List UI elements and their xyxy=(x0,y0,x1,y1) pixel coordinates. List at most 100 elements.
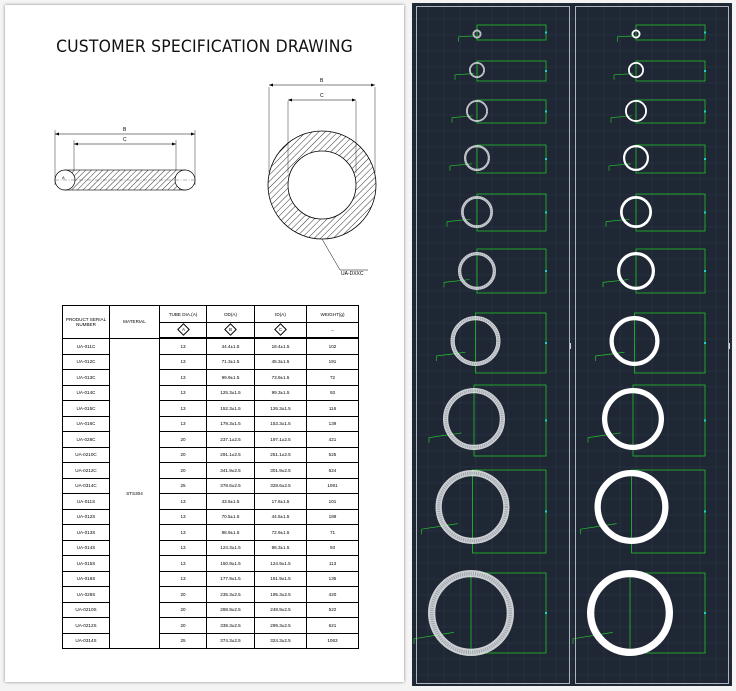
cad-viewport[interactable] xyxy=(411,2,733,686)
ring-marker xyxy=(545,612,547,614)
cell-od: 152.3±1.5 xyxy=(206,400,255,417)
cell-od: 374.3±2.5 xyxy=(206,632,255,649)
symbol-a: A xyxy=(159,322,207,339)
ring-marker xyxy=(704,510,706,513)
cell-weight: 101 xyxy=(306,493,359,510)
cell-weight: 113 xyxy=(306,555,359,572)
cell-id: 126.3±1.5 xyxy=(254,400,307,417)
cell-serial: UA-0314C xyxy=(62,477,110,494)
ring-leader-line xyxy=(572,632,613,640)
symbol-c: C xyxy=(254,322,307,339)
cell-serial: UA-014C xyxy=(62,384,110,401)
ring-outline xyxy=(631,29,641,39)
ring-leader-line xyxy=(413,632,454,640)
cell-od: 98.9±1.5 xyxy=(206,524,255,541)
ring-hatch xyxy=(458,252,496,290)
ring-leader-line xyxy=(421,523,458,530)
ring-hatch xyxy=(466,100,488,122)
dim-c-label: C xyxy=(123,137,127,143)
header-weight: WEIGHT(g) xyxy=(306,305,359,323)
cell-serial: UA-012S xyxy=(62,508,110,525)
ring-leader-line xyxy=(449,163,472,167)
cell-id: 301.9±2.5 xyxy=(254,462,307,479)
cell-weight: 116 xyxy=(306,400,359,417)
cell-od: 378.6±2.5 xyxy=(206,477,255,494)
ring-marker xyxy=(545,342,547,344)
ring-marker xyxy=(704,110,706,113)
ring-outline xyxy=(594,469,669,544)
ring-marker xyxy=(545,70,547,72)
cell-weight: 72 xyxy=(306,369,359,386)
cell-id: 17.6±1.5 xyxy=(254,493,307,510)
cell-tube-dia: 20 xyxy=(159,431,207,448)
cell-id: 72.9±1.5 xyxy=(254,524,307,541)
ring-outline xyxy=(620,196,653,229)
ring-hatch xyxy=(469,62,485,78)
ring-leader-line xyxy=(602,279,629,283)
cell-tube-dia: 13 xyxy=(159,384,207,401)
cell-tube-dia: 20 xyxy=(159,601,207,618)
ring-leader-line xyxy=(436,351,466,357)
cell-tube-dia: 13 xyxy=(159,508,207,525)
cell-serial: UA-0210S xyxy=(62,601,110,618)
header-id: ID(A) xyxy=(254,305,307,323)
cell-id: 153.3±1.5 xyxy=(254,415,307,432)
cell-id: 151.9±1.5 xyxy=(254,570,307,587)
cell-serial: UA-028C xyxy=(62,431,110,448)
cell-serial: UA-0210C xyxy=(62,446,110,463)
cell-serial: UA-015C xyxy=(62,400,110,417)
ring-marker xyxy=(545,158,547,160)
ring-marker xyxy=(545,510,547,513)
ring-marker xyxy=(545,419,547,422)
header-product: PRODUCT SERIAL NUMBER xyxy=(62,305,110,339)
ring-hatch xyxy=(461,196,493,228)
ring-marker xyxy=(704,70,706,72)
symbol-b: B xyxy=(206,322,255,339)
ring-marker xyxy=(545,211,547,214)
drawing-title: CUSTOMER SPECIFICATION DRAWING xyxy=(56,37,353,57)
cell-tube-dia: 20 xyxy=(159,446,207,463)
cell-serial: UA-014S xyxy=(62,539,110,556)
ring-leader-line xyxy=(617,35,635,38)
cell-weight: 93 xyxy=(306,539,359,556)
ring-leader-line xyxy=(446,218,471,222)
ring-marker xyxy=(704,211,706,214)
cell-od: 339.3±2.5 xyxy=(206,617,255,634)
cell-serial: UA-013C xyxy=(62,369,110,386)
cell-serial: UA-011C xyxy=(62,337,110,355)
cell-id: 248.9±2.5 xyxy=(254,601,307,618)
ring-marker xyxy=(545,110,547,113)
cell-id: 44.5±1.5 xyxy=(254,508,307,525)
cell-tube-dia: 20 xyxy=(159,617,207,634)
cell-od: 43.6±1.5 xyxy=(206,493,255,510)
ring-marker xyxy=(704,342,706,344)
cell-tube-dia: 20 xyxy=(159,462,207,479)
ring-hatch xyxy=(429,571,513,655)
cell-id: 328.6±2.5 xyxy=(254,477,307,494)
ring-marker xyxy=(704,31,706,34)
cell-id: 251.1±2.5 xyxy=(254,446,307,463)
cad-drawing xyxy=(411,2,733,686)
cell-serial: UA-028S xyxy=(62,586,110,603)
cell-serial: UA-013S xyxy=(62,524,110,541)
ring-hatch xyxy=(437,471,508,543)
ring-outline xyxy=(617,252,656,291)
spec-table: PRODUCT SERIAL NUMBER MATERIAL TUBE DIA.… xyxy=(62,305,359,649)
header-tube-dia: TUBE DIA.(A) xyxy=(159,305,207,323)
ring-hatch xyxy=(472,29,482,39)
cell-od: 124.3±1.5 xyxy=(206,539,255,556)
cell-od: 44.4±1.5 xyxy=(206,337,255,355)
cell-weight: 71 xyxy=(306,524,359,541)
dim-a-label: A xyxy=(62,175,65,180)
cell-od: 179.3±1.5 xyxy=(206,415,255,432)
cell-tube-dia: 13 xyxy=(159,415,207,432)
cell-tube-dia: 13 xyxy=(159,493,207,510)
